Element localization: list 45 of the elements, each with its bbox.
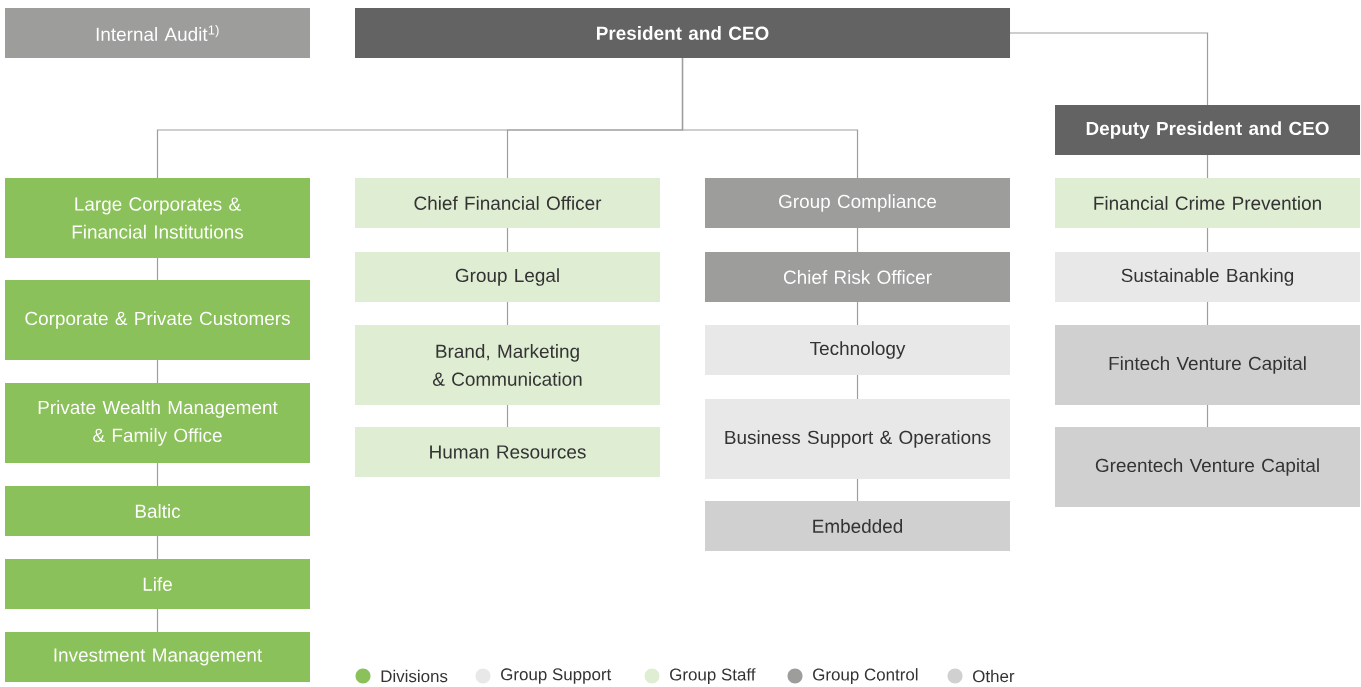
org-box: Group Compliance xyxy=(705,178,1010,228)
connector-line xyxy=(156,462,159,487)
connector-line xyxy=(1206,404,1209,428)
org-box: Technology xyxy=(705,325,1010,375)
legend-label: Group Staff xyxy=(670,668,756,684)
org-box: Private Wealth Management & Family Office xyxy=(5,383,310,463)
connector-line xyxy=(856,374,859,400)
connector-line xyxy=(156,359,159,384)
org-box: Investment Management xyxy=(5,632,310,682)
connector-line xyxy=(1206,154,1209,179)
connector-line xyxy=(156,257,159,281)
org-box: Internal Audit$^{1)}$ xyxy=(5,8,310,58)
org-box: Brand, Marketing & Communication xyxy=(355,325,660,405)
connector-line xyxy=(856,478,859,502)
org-box: Financial Crime Prevention xyxy=(1055,178,1360,228)
connector-line xyxy=(156,608,159,633)
connector-line xyxy=(681,57,859,179)
connector-line xyxy=(856,301,859,326)
legend-label: Divisions xyxy=(381,669,448,683)
connector-line xyxy=(856,227,859,253)
legend-label: Group Support xyxy=(501,668,612,684)
org-box: Chief Financial Officer xyxy=(355,178,660,228)
connector-line xyxy=(506,227,509,253)
connector-line xyxy=(1009,32,1209,106)
connector-line xyxy=(1206,301,1209,326)
org-box: Deputy President and CEO xyxy=(1055,105,1360,155)
org-box: Corporate & Private Customers xyxy=(5,280,310,360)
org-box: Life xyxy=(5,559,310,609)
org-box: Sustainable Banking xyxy=(1055,252,1360,302)
org-box: Baltic xyxy=(5,486,310,536)
org-box: Embedded xyxy=(705,501,1010,551)
org-box: Group Legal xyxy=(355,252,660,302)
org-box: Fintech Venture Capital xyxy=(1055,325,1360,405)
org-box: President and CEO xyxy=(355,8,1010,58)
org-box: Human Resources xyxy=(355,427,660,477)
legend-label: Group Control xyxy=(813,668,918,684)
connector-line xyxy=(506,301,509,326)
connector-line xyxy=(156,535,159,560)
connector-line xyxy=(506,404,509,428)
org-box: Greentech Venture Capital xyxy=(1055,427,1360,507)
org-box: Chief Risk Officer xyxy=(705,252,1010,302)
connector-line xyxy=(1206,227,1209,253)
org-box: Business Support & Operations xyxy=(705,399,1010,479)
org-box: Large Corporates & Financial Institutions xyxy=(5,178,310,258)
legend-label: Other xyxy=(973,669,1015,683)
